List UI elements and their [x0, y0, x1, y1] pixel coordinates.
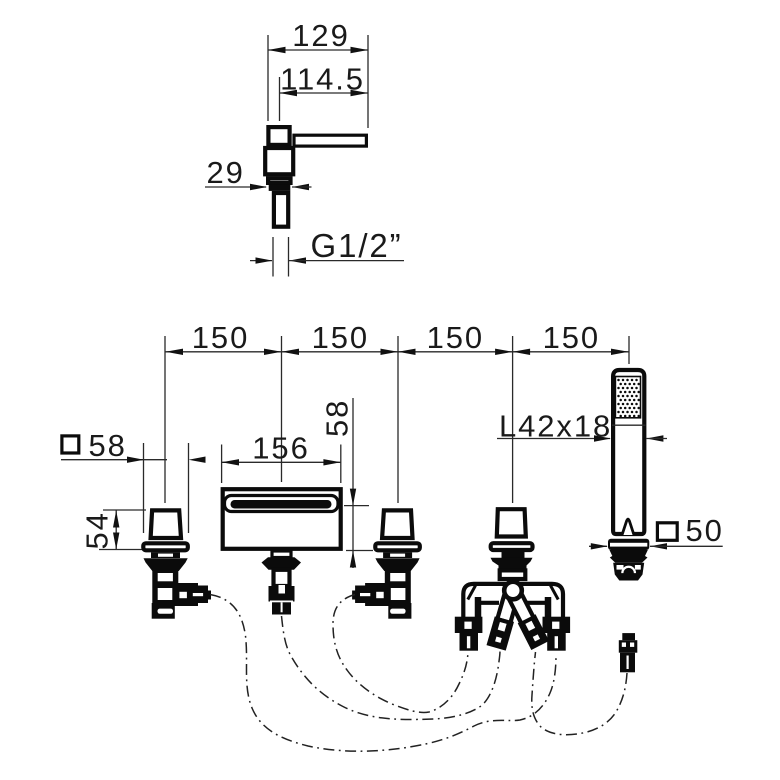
- svg-text:58: 58: [89, 428, 127, 463]
- svg-text:29: 29: [206, 155, 244, 190]
- svg-text:L42x18: L42x18: [499, 409, 612, 444]
- svg-text:G1/2”: G1/2”: [311, 227, 403, 264]
- svg-text:150: 150: [427, 320, 484, 355]
- svg-text:114.5: 114.5: [280, 62, 365, 97]
- svg-text:129: 129: [292, 18, 349, 53]
- svg-text:150: 150: [312, 320, 369, 355]
- svg-text:150: 150: [543, 320, 600, 355]
- svg-text:54: 54: [80, 511, 115, 549]
- svg-text:156: 156: [252, 431, 309, 466]
- svg-text:58: 58: [320, 399, 355, 437]
- svg-text:50: 50: [686, 513, 724, 548]
- svg-text:150: 150: [192, 320, 249, 355]
